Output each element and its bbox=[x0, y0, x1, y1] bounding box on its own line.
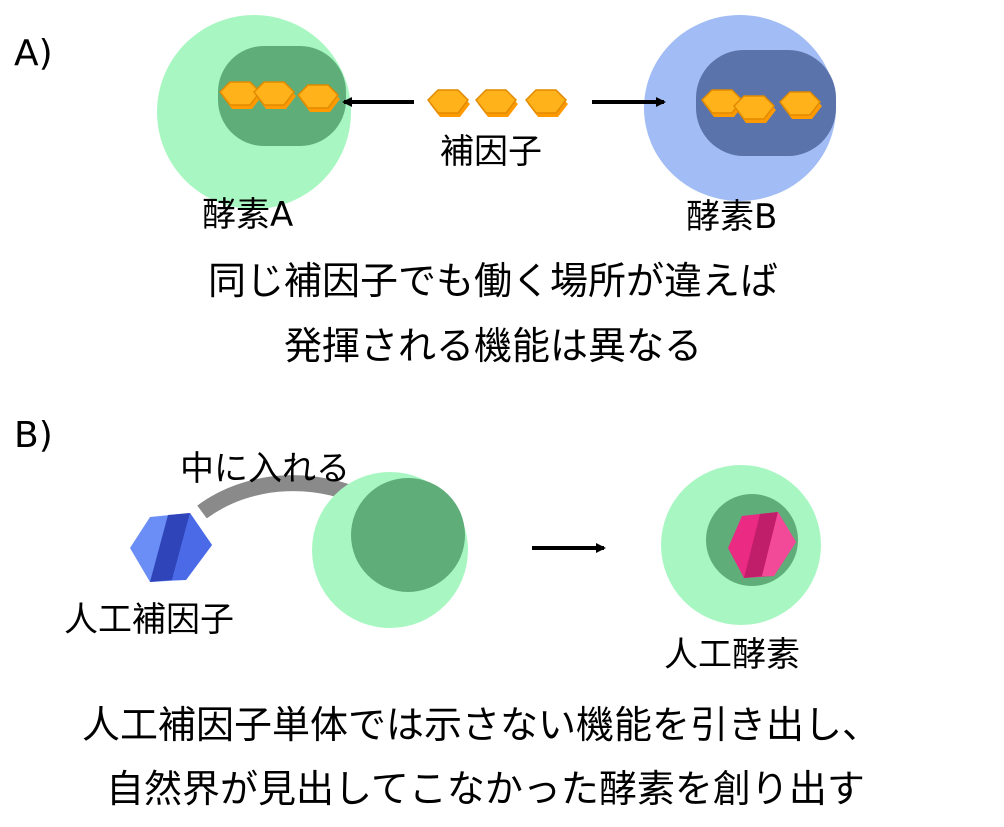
panel-a-caption-line2: 発揮される機能は異なる bbox=[284, 324, 703, 368]
artificial-enzyme bbox=[661, 465, 821, 625]
insert-label: 中に入れる bbox=[180, 449, 350, 489]
artificial-cofactor-shape bbox=[130, 513, 212, 582]
artificial-cofactor-label: 人工補因子 bbox=[64, 600, 234, 640]
empty-enzyme bbox=[312, 472, 468, 628]
artificial-enzyme-label: 人工酵素 bbox=[664, 635, 800, 675]
panel-b-caption-line2: 自然界が見出してこなかった酵素を創り出す bbox=[106, 767, 865, 811]
panel-a-label: A) bbox=[14, 33, 53, 74]
panel-b-label: B) bbox=[14, 415, 53, 456]
enzyme-a-label: 酵素A bbox=[202, 195, 294, 235]
empty-enzyme-pocket bbox=[351, 478, 465, 592]
enzyme-b-label: 酵素B bbox=[686, 197, 778, 237]
panel-b-caption-line1: 人工補因子単体では示さない機能を引き出し、 bbox=[82, 703, 881, 747]
free-cofactor bbox=[427, 89, 568, 117]
cofactor-in-enzyme-a bbox=[219, 81, 340, 112]
cofactor-label: 補因子 bbox=[440, 132, 542, 172]
cofactor-in-enzyme-b bbox=[701, 89, 822, 123]
panel-a-caption-line1: 同じ補因子でも働く場所が違えば bbox=[208, 259, 779, 303]
